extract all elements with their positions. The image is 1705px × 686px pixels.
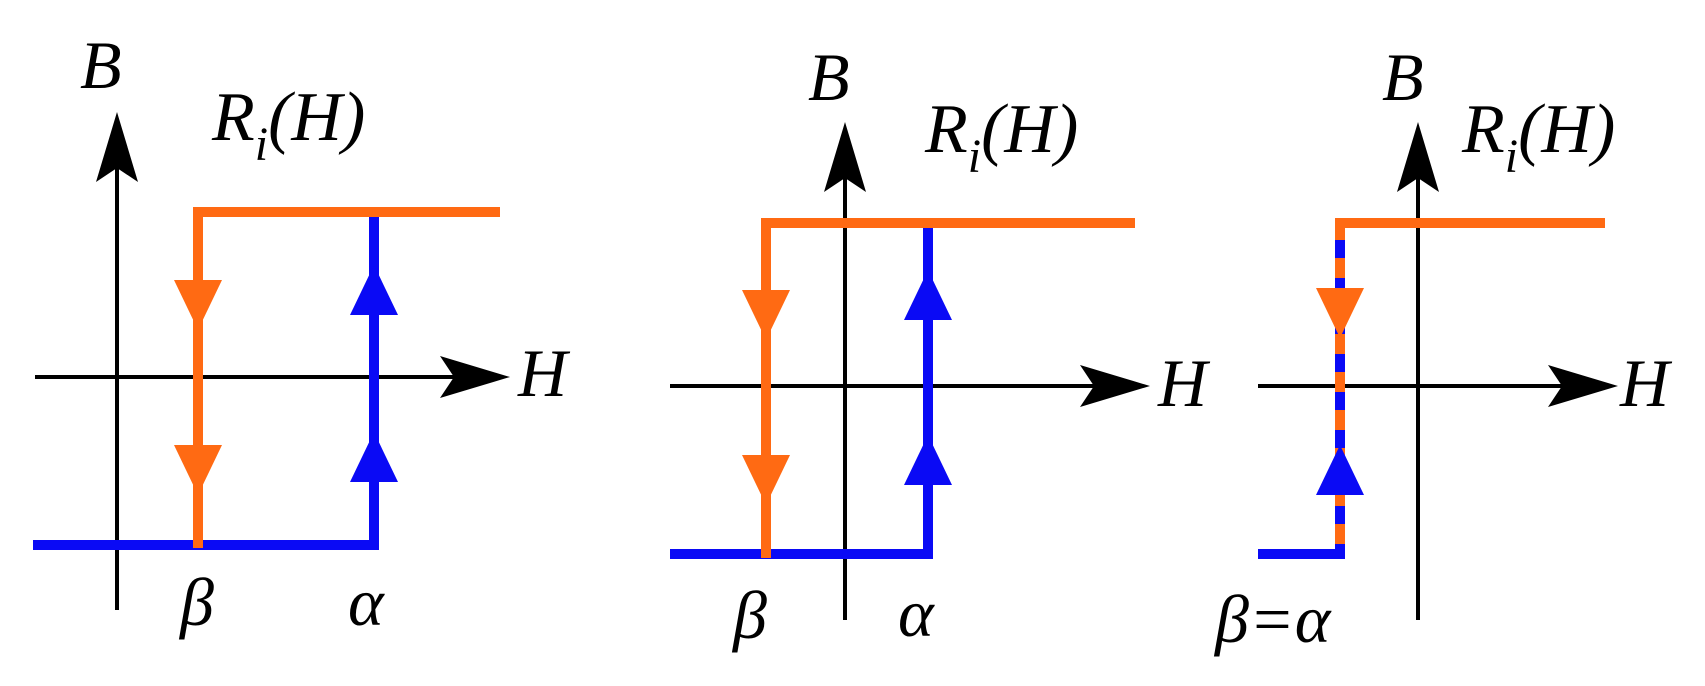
operator-letter: R	[211, 79, 255, 156]
h-axis-label: H	[517, 335, 571, 411]
descending-branch	[1335, 218, 1605, 260]
down-arrow	[1316, 288, 1364, 338]
beta-label: β	[731, 577, 767, 653]
alpha-label: α	[348, 564, 385, 640]
b-axis-label: B	[80, 27, 122, 103]
operator-subscript: i	[1505, 130, 1518, 183]
panel-1: B H Ri(H) β α	[33, 27, 571, 640]
up-arrow-upper	[350, 265, 398, 315]
operator-argument: (H)	[1518, 91, 1615, 168]
down-arrow-upper	[742, 290, 790, 340]
beta-label: β	[178, 564, 214, 640]
up-arrow-upper	[904, 270, 952, 320]
h-axis-label: H	[1157, 345, 1211, 421]
operator-argument: (H)	[981, 91, 1078, 168]
b-axis-label: B	[808, 39, 850, 115]
operator-argument: (H)	[268, 79, 365, 156]
operator-symbol: Ri(H)	[924, 91, 1078, 183]
b-axis-arrowhead	[96, 112, 138, 182]
panel-3: B H Ri(H) β=α	[1213, 39, 1673, 657]
ascending-branch	[1258, 520, 1345, 559]
panel-2: B H Ri(H) β α	[670, 39, 1211, 653]
b-axis-label: B	[1382, 39, 1424, 115]
h-axis-arrowhead	[440, 356, 510, 398]
alpha-label: α	[898, 575, 935, 651]
ascending-branch	[670, 220, 933, 559]
down-arrow-lower	[174, 445, 222, 495]
ascending-branch	[33, 210, 379, 550]
operator-subscript: i	[255, 118, 268, 171]
down-arrow-upper	[174, 280, 222, 330]
up-arrow-lower	[904, 435, 952, 485]
up-arrow-lower	[350, 432, 398, 482]
operator-symbol: Ri(H)	[211, 79, 365, 171]
beta-equals-alpha-label: β=α	[1213, 581, 1332, 657]
h-axis-arrowhead	[1080, 365, 1150, 407]
descending-branch	[761, 218, 1135, 558]
operator-subscript: i	[968, 130, 981, 183]
operator-letter: R	[924, 91, 968, 168]
b-axis-arrowhead	[824, 122, 866, 192]
operator-symbol: Ri(H)	[1461, 91, 1615, 183]
up-arrow	[1316, 445, 1364, 495]
descending-branch	[193, 207, 500, 548]
down-arrow-lower	[742, 455, 790, 505]
operator-letter: R	[1461, 91, 1505, 168]
b-axis-arrowhead	[1397, 122, 1439, 192]
h-axis-arrowhead	[1548, 365, 1618, 407]
h-axis-label: H	[1619, 345, 1673, 421]
